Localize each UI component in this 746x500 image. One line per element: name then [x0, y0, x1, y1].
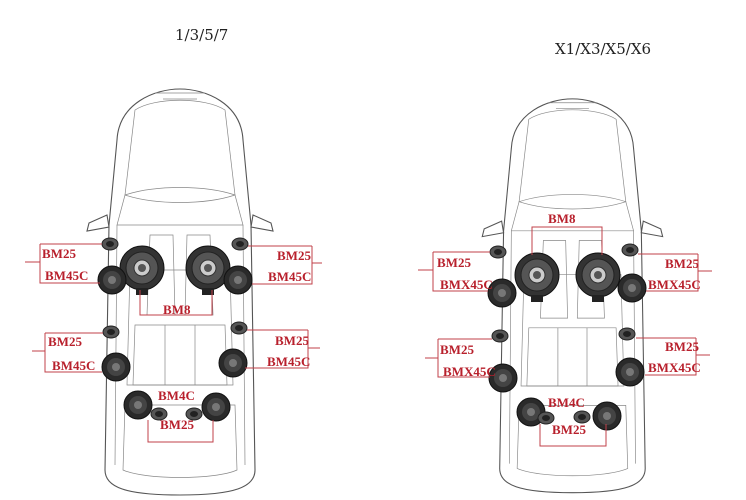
midrange-speaker-icon — [218, 348, 248, 378]
label-rear-right-mid: BM45C — [267, 354, 310, 369]
bracket — [418, 251, 490, 292]
bracket — [32, 332, 103, 373]
bracket — [245, 329, 320, 369]
tweeter-icon — [489, 245, 507, 259]
label-rear-right-tweeter: BM25 — [275, 333, 309, 348]
label-rear-center: BM4C — [548, 395, 585, 410]
label-rear-left-mid: BMX45C — [443, 364, 496, 379]
diagram-title: X1/X3/X5/X6 — [555, 40, 651, 58]
label-front-left-tweeter: BM25 — [42, 246, 76, 261]
bracket — [248, 245, 322, 285]
bracket — [425, 338, 492, 378]
midrange-speaker-icon — [223, 265, 253, 295]
center-speaker-icon — [201, 392, 231, 422]
label-front-right-mid: BM45C — [268, 269, 311, 284]
bracket — [638, 253, 712, 292]
tweeter-icon — [618, 327, 636, 341]
bracket — [147, 420, 214, 443]
label-rear-tweeters: BM25 — [552, 422, 586, 437]
midrange-speaker-icon — [617, 273, 647, 303]
label-rear-center: BM4C — [158, 388, 195, 403]
label-front-right-mid: BMX45C — [648, 277, 701, 292]
midrange-speaker-icon — [97, 265, 127, 295]
bracket — [539, 424, 607, 447]
label-rear-left-tweeter: BM25 — [48, 334, 82, 349]
label-front-right-mid: BMX45C — [440, 277, 493, 292]
midrange-speaker-icon — [101, 352, 131, 382]
bracket — [25, 243, 102, 284]
center-speaker-icon — [592, 401, 622, 431]
label-rear-left-tweeter: BM25 — [440, 342, 474, 357]
label-rear-tweeters: BM25 — [160, 417, 194, 432]
diagram-title: 1/3/5/7 — [175, 26, 228, 44]
label-front-left-mid: BM45C — [45, 268, 88, 283]
tweeter-icon — [621, 243, 639, 257]
diagram-x1-x3-x5-x6: X1/X3/X5/X6 BM8 BM25 BMX45C BM25 BMX45C … — [418, 40, 712, 494]
label-front-right-tweeter: BM25 — [277, 248, 311, 263]
tweeter-icon — [102, 325, 120, 339]
tweeter-icon — [101, 237, 119, 251]
label-rear-left-mid: BM45C — [52, 358, 95, 373]
label-rear-right-mid: BMX45C — [648, 360, 701, 375]
center-speaker-icon — [123, 390, 153, 420]
diagram-1-3-5-7: 1/3/5/7 BM25 BM45C BM25 BM45C BM8 BM25 B… — [25, 26, 322, 496]
bracket — [636, 337, 710, 376]
bracket — [139, 290, 213, 316]
label-subwoofer: BM8 — [163, 302, 191, 317]
label-rear-right-tweeter: BM25 — [665, 339, 699, 354]
label-front-left-tweeter: BM25 — [437, 255, 471, 270]
label-subwoofer: BM8 — [548, 211, 576, 226]
tweeter-icon — [230, 321, 248, 335]
label-front-right-tweeter: BM25 — [665, 256, 699, 271]
tweeter-icon — [231, 237, 249, 251]
midrange-speaker-icon — [615, 357, 645, 387]
tweeter-icon — [491, 329, 509, 343]
bracket — [531, 226, 603, 255]
